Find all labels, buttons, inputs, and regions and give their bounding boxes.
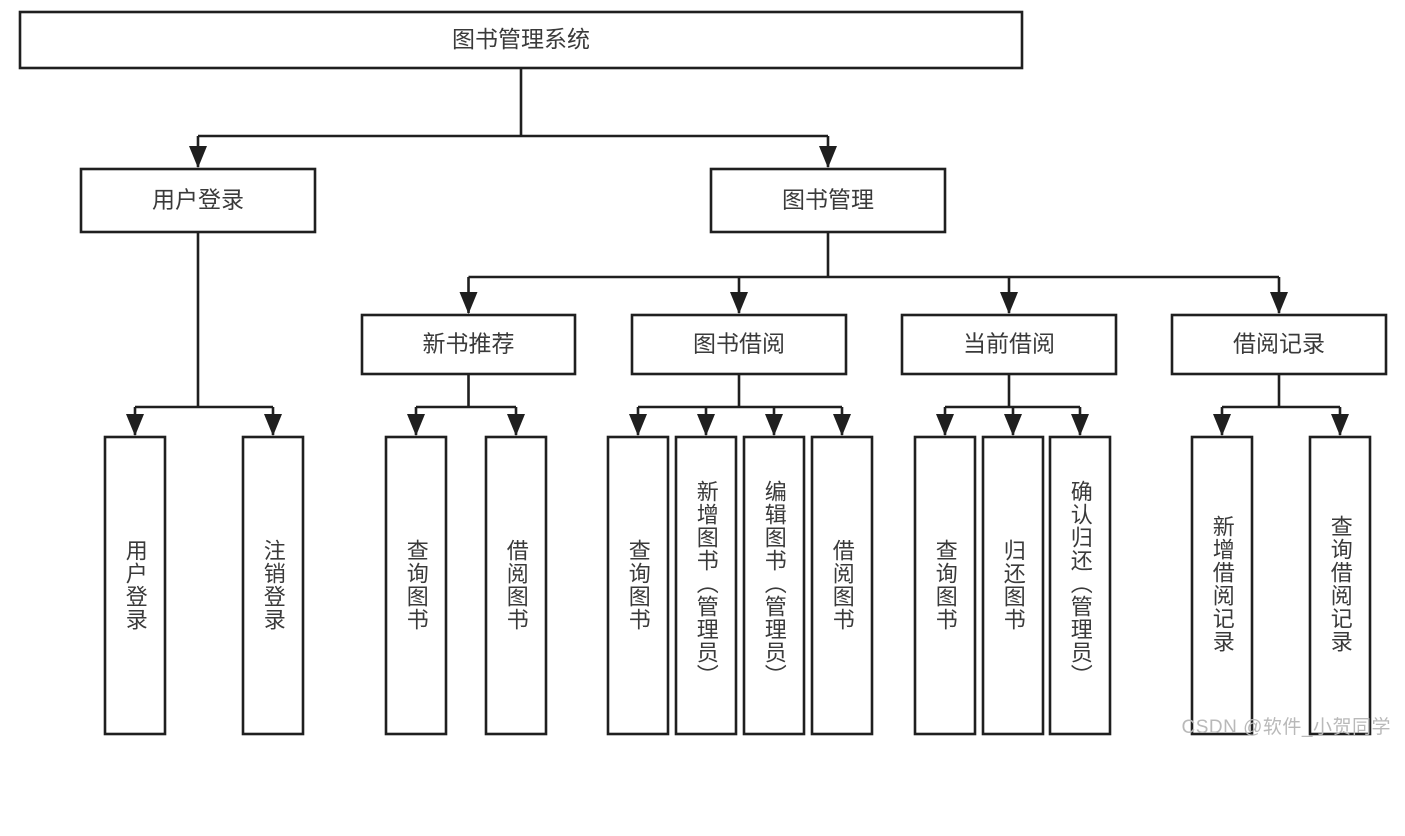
arrow-head-icon [936, 414, 954, 436]
connectors-layer [126, 68, 1349, 436]
arrow-head-icon [189, 146, 207, 168]
arrow-head-icon [1004, 414, 1022, 436]
node-box-leaf-4[interactable] [606, 435, 670, 736]
arrow-head-icon [765, 414, 783, 436]
arrow-head-icon [264, 414, 282, 436]
arrow-head-icon [507, 414, 525, 436]
node-label-level3-0: 新书推荐 [423, 331, 515, 357]
node-box-level3-0[interactable] [360, 313, 577, 376]
arrow-head-icon [407, 414, 425, 436]
node-box-level2-0[interactable] [79, 167, 317, 234]
watermark-text: CSDN @软件_小贺同学 [1181, 717, 1391, 738]
arrow-head-icon [459, 292, 478, 314]
arrow-head-icon [833, 414, 851, 436]
node-box-level3-2[interactable] [900, 313, 1118, 376]
node-label-level2-1: 图书管理 [782, 187, 874, 213]
node-box-leaf-10[interactable] [1048, 435, 1112, 736]
arrow-head-icon [819, 146, 837, 168]
arrow-head-icon [730, 292, 748, 314]
node-label-level3-1: 图书借阅 [693, 331, 785, 357]
node-box-leaf-5[interactable] [674, 435, 738, 736]
node-box-leaf-1[interactable] [241, 435, 305, 736]
flowchart-diagram: 图书管理系统用户登录图书管理新书推荐图书借阅当前借阅借阅记录 用户登录注销登录查… [18, 10, 1391, 738]
node-label-level3-3: 借阅记录 [1233, 331, 1325, 357]
node-box-leaf-3[interactable] [484, 435, 548, 736]
node-box-leaf-6[interactable] [742, 435, 806, 736]
node-box-leaf-11[interactable] [1190, 435, 1254, 736]
arrow-head-icon [697, 414, 715, 436]
boxes-layer [18, 10, 1388, 736]
node-box-leaf-0[interactable] [103, 435, 167, 736]
arrow-head-icon [1270, 292, 1288, 314]
node-label-level2-0: 用户登录 [152, 187, 244, 213]
arrow-head-icon [1213, 414, 1231, 436]
node-box-level2-1[interactable] [709, 167, 947, 234]
node-label-level3-2: 当前借阅 [963, 331, 1055, 357]
node-box-level3-1[interactable] [630, 313, 848, 376]
arrow-head-icon [126, 414, 144, 436]
node-box-leaf-9[interactable] [981, 435, 1045, 736]
arrow-head-icon [1000, 292, 1018, 314]
node-box-root[interactable] [18, 10, 1024, 70]
arrow-head-icon [629, 414, 647, 436]
arrow-head-icon [1331, 414, 1349, 436]
node-box-level3-3[interactable] [1170, 313, 1388, 376]
node-box-leaf-12[interactable] [1308, 435, 1372, 736]
node-box-leaf-2[interactable] [384, 435, 448, 736]
node-label-root: 图书管理系统 [452, 26, 590, 52]
node-box-leaf-8[interactable] [913, 435, 977, 736]
arrow-head-icon [1071, 414, 1089, 436]
node-box-leaf-7[interactable] [810, 435, 874, 736]
